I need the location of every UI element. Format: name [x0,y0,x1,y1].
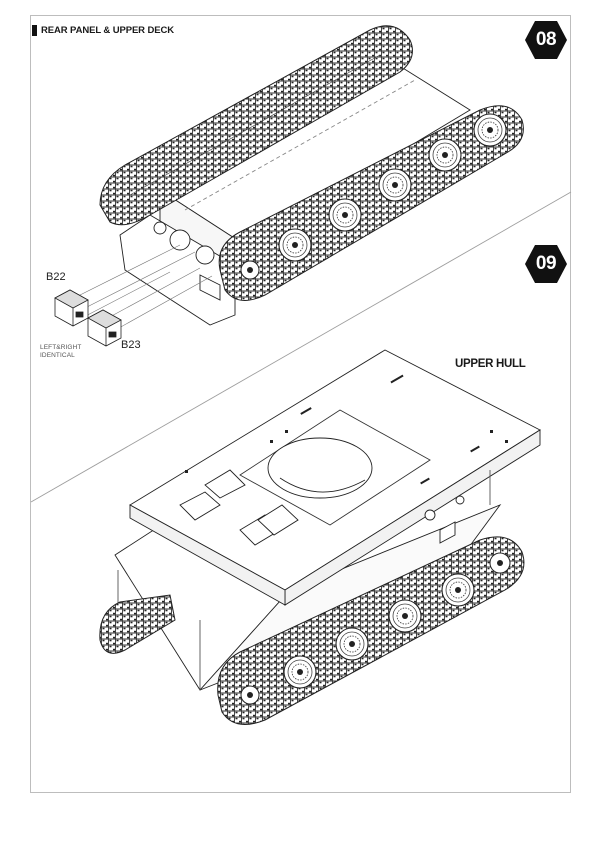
step-08-parts [54,244,213,347]
step-09-far-track [99,594,176,654]
part-b23-label: B23 [121,339,141,351]
step-09-near-track [217,536,525,725]
identical-note: LEFT&RIGHT IDENTICAL [40,344,100,360]
step-09-badge: 09 [524,244,568,284]
page-frame [30,15,571,793]
upper-hull-label: UPPER HULL [455,358,526,370]
step-08-number: 08 [535,29,557,50]
section-title-text: REAR PANEL & UPPER DECK [41,25,175,36]
step-08-badge: 08 [524,20,568,60]
step-09-number: 09 [535,253,557,274]
section-title: REAR PANEL & UPPER DECK [32,25,174,36]
step-divider [30,191,572,503]
deck-slots [185,374,508,485]
step-08-near-track [218,105,524,301]
part-b22-label: B22 [46,271,66,283]
identical-note-line2: IDENTICAL [40,352,75,359]
identical-note-line1: LEFT&RIGHT [40,344,82,351]
title-marker [32,25,37,36]
step-08-far-track [99,25,413,226]
